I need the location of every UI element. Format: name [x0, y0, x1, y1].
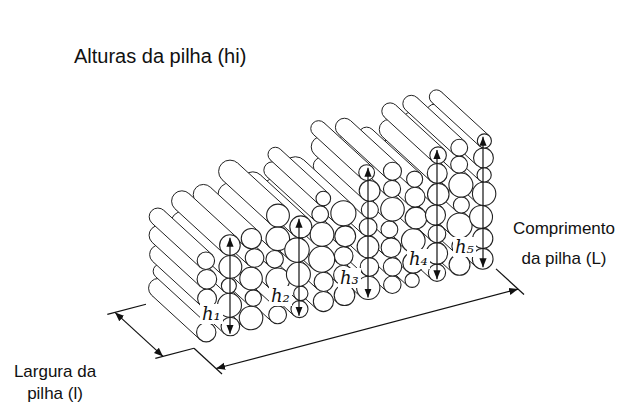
log-end	[314, 272, 333, 291]
height-arrow	[229, 238, 230, 334]
extension-line	[107, 304, 146, 314]
log-end	[405, 273, 419, 287]
log-end	[310, 223, 334, 247]
log-edge	[396, 105, 444, 149]
log-end	[383, 162, 401, 180]
log-end	[313, 291, 333, 311]
height-arrow	[482, 137, 483, 267]
height-symbol: h₅	[453, 237, 476, 257]
log-ends	[197, 134, 496, 342]
log-edge	[313, 134, 361, 178]
log-end	[359, 165, 375, 181]
log-edge	[270, 160, 318, 204]
log-end	[241, 228, 261, 248]
extension-line	[155, 348, 194, 358]
height-symbol: h₂	[269, 286, 292, 306]
log-end	[221, 278, 236, 293]
log-end	[239, 306, 263, 330]
log-end	[197, 322, 216, 341]
log-end	[477, 168, 491, 182]
log-end	[449, 254, 470, 275]
log-end	[381, 238, 401, 258]
width-label: Largura da pilha (l)	[4, 361, 106, 405]
width-dimension	[115, 312, 163, 356]
log-end	[312, 206, 329, 223]
log-end	[290, 216, 312, 238]
log-end	[269, 306, 287, 324]
log-end	[360, 258, 378, 276]
log-end	[359, 180, 380, 201]
log-end	[267, 204, 290, 227]
log-end	[335, 226, 356, 247]
log-end	[425, 205, 445, 225]
log-edge	[164, 210, 212, 254]
log-edge	[189, 194, 237, 238]
log-end	[447, 213, 472, 238]
log-end	[472, 182, 495, 205]
log-end	[294, 286, 308, 300]
height-symbol: h₃	[338, 268, 361, 288]
log-end	[405, 187, 425, 207]
log-end	[470, 205, 493, 228]
log-end	[451, 156, 468, 173]
log-end	[309, 246, 335, 272]
log-edge	[152, 223, 200, 267]
log-end	[334, 247, 353, 266]
log-end	[430, 147, 447, 164]
log-end	[383, 258, 401, 276]
log-end	[449, 173, 473, 197]
length-dimension	[216, 289, 518, 368]
log-end	[197, 269, 217, 289]
height-arrow	[298, 219, 299, 316]
log-end	[381, 221, 398, 238]
log-end	[477, 134, 491, 148]
log-end	[245, 249, 264, 268]
log-end	[266, 250, 283, 267]
log-end	[197, 252, 214, 269]
log-end	[405, 207, 427, 229]
length-label: Comprimento da pilha (L)	[506, 214, 622, 274]
log-end	[427, 183, 449, 205]
log-edge	[384, 117, 432, 161]
extension-line	[194, 348, 222, 374]
log-edge	[324, 123, 372, 167]
log-end	[384, 276, 401, 293]
height-arrow	[436, 150, 437, 279]
log-end	[453, 197, 469, 213]
log-end	[381, 197, 405, 221]
log-end	[361, 201, 378, 218]
height-symbol: h₄	[407, 249, 430, 269]
dimension-lines	[107, 137, 524, 374]
log-bodies	[149, 90, 492, 339]
log-end	[334, 285, 355, 306]
log-end	[383, 180, 400, 197]
log-end	[240, 267, 263, 290]
heights-label: Alturas da pilha (hi)	[74, 44, 246, 68]
log-end	[285, 238, 309, 262]
log-end	[451, 139, 468, 156]
log-end	[331, 201, 356, 226]
log-edge	[280, 149, 328, 193]
height-arrow	[367, 168, 368, 298]
log-end	[245, 290, 261, 306]
height-symbol: h₁	[200, 304, 223, 324]
log-end	[316, 191, 331, 206]
log-end	[407, 171, 423, 187]
